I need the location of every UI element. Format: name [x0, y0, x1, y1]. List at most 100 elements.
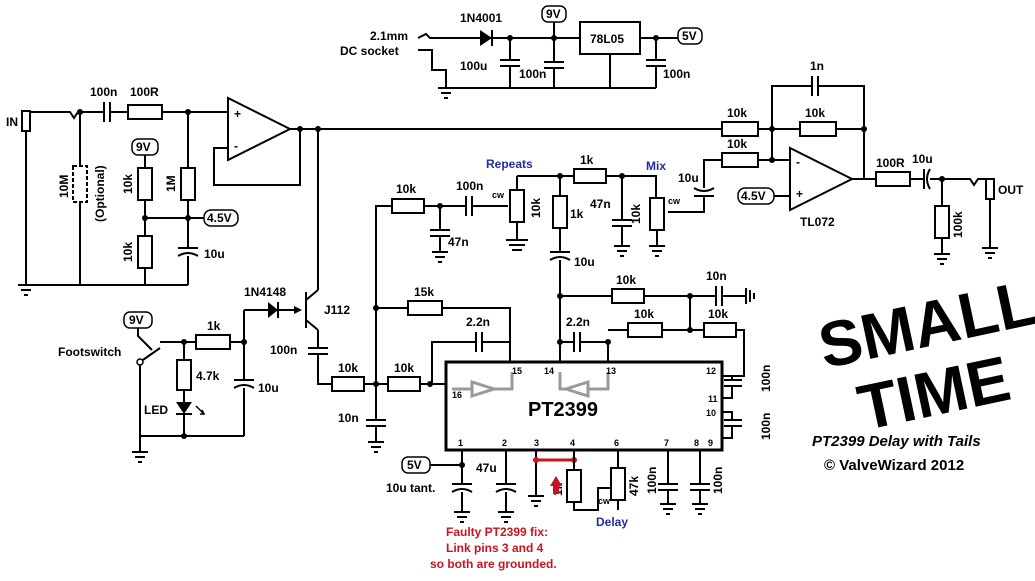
- badge-9v-input-label: 9V: [136, 140, 151, 154]
- resistor-10k-b: [387, 376, 421, 392]
- cap-10u-mix-label: 10u: [678, 171, 699, 185]
- badge-5v-chip-label: 5V: [407, 458, 422, 472]
- svg-text:-: -: [796, 155, 800, 169]
- chip-name: PT2399: [528, 399, 598, 421]
- badge-45v-output: [737, 187, 775, 205]
- cap-10n-label: 10n: [338, 411, 359, 425]
- cap-10n-top-label: 10n: [706, 269, 727, 283]
- resistor-10k-right-chip: [703, 322, 737, 338]
- r-10k-bot-label: 10k: [121, 242, 135, 262]
- badge-45v-input: [203, 209, 239, 227]
- pin-11: 11: [708, 394, 718, 404]
- delay-cw-label: cw: [598, 496, 611, 506]
- input-label: IN: [6, 115, 18, 129]
- pin-10: 10: [706, 408, 716, 418]
- opamp-tl072-label: TL072: [800, 215, 835, 229]
- resistor-100r-in: [127, 104, 163, 120]
- cap-100n-sw-label: 100n: [270, 343, 297, 357]
- power-supply: 2.1mm DC socket 1N4001 78L05 5V 9V 100u …: [340, 5, 703, 99]
- r-10k-out-c-label: 10k: [727, 137, 747, 151]
- cap-22n-b-label: 2.2n: [566, 315, 590, 329]
- rail-5v-label: 5V: [682, 29, 697, 43]
- cap-100n-b1-label: 100n: [645, 467, 659, 494]
- cap-10u-v-label: 10u: [574, 255, 595, 269]
- r-10k-fb-label: 10k: [396, 182, 416, 196]
- pin-3: 3: [534, 438, 539, 448]
- mix-label: Mix: [646, 159, 666, 173]
- pin-14: 14: [544, 366, 554, 376]
- svg-text:+: +: [796, 187, 803, 201]
- pt2399-body: [444, 360, 724, 452]
- fix-note-line3: so both are grounded.: [430, 557, 557, 571]
- resistor-10k-fb: [391, 198, 425, 214]
- pin-15: 15: [512, 366, 522, 376]
- pt2399-chip: PT2399 16 15 14 13 12 11 10 1 2 3 4 6 7 …: [444, 360, 724, 452]
- badge-45v-output-label: 4.5V: [741, 189, 766, 203]
- cap-10u-out-label: 10u: [912, 152, 933, 166]
- r-10k-out-a-label: 10k: [727, 106, 747, 120]
- diode-1n4148-label: 1N4148: [244, 285, 286, 299]
- mix-cw-label: cw: [668, 196, 681, 206]
- r-10k-mid-label: 10k: [634, 307, 654, 321]
- opamp-input-buffer: [227, 96, 293, 162]
- dc-socket-label-1: 2.1mm: [370, 29, 408, 43]
- footswitch: [136, 358, 144, 366]
- cap-100u-label: 100u: [460, 59, 487, 73]
- fix-note: Faulty PT2399 fix: Link pins 3 and 4 so …: [430, 476, 562, 571]
- pot-47k-label: 47k: [627, 476, 641, 496]
- delay-path: 10k 10k 10n 10k 100n 47n 15k 2.2n Repeat…: [331, 153, 722, 453]
- svg-text:-: -: [234, 139, 238, 153]
- repeats-pot: [509, 189, 525, 223]
- cap-100n-r1-label: 100n: [759, 365, 773, 392]
- pin-9: 9: [708, 438, 713, 448]
- cap-100n-in-label: 100n: [90, 85, 117, 99]
- r-10k-top-label: 10k: [121, 174, 135, 194]
- resistor-100r-label: 100R: [130, 85, 159, 99]
- diode-1n4001-label: 1N4001: [460, 11, 502, 25]
- cap-1n-label: 1n: [810, 59, 824, 73]
- switching-section: 1N4148 J112 100n 9V Footswitch 1k 4.7k L…: [58, 129, 350, 463]
- badge-9v-switch-label: 9V: [129, 313, 144, 327]
- cap-47n-label: 47n: [590, 197, 611, 211]
- pin-2: 2: [502, 438, 507, 448]
- pin-1: 1: [458, 438, 463, 448]
- delay-label: Delay: [596, 515, 628, 529]
- fix-note-line2: Link pins 3 and 4: [446, 541, 544, 555]
- resistor-1k-switch: [195, 334, 231, 350]
- r-1k-switch-label: 1k: [207, 319, 221, 333]
- resistor-10m-optional: [72, 165, 88, 203]
- rail-5v-badge: [677, 27, 703, 45]
- r-15k-label: 15k: [414, 285, 434, 299]
- repeats-label: Repeats: [486, 157, 533, 171]
- output-stage: 10k 10k 10k 1n - + 4.5V TL072 100R 10u 1…: [721, 59, 1024, 265]
- brand-subtitle: PT2399 Delay with Tails: [812, 433, 981, 450]
- optional-label: (Optional): [93, 165, 107, 222]
- fix-note-line1: Faulty PT2399 fix:: [446, 525, 548, 539]
- pin-7: 7: [664, 438, 669, 448]
- pin-12: 12: [706, 366, 716, 376]
- regulator-label: 78L05: [590, 32, 624, 46]
- repeats-cw-label: cw: [492, 190, 505, 200]
- cap-100n-fb-label: 100n: [456, 179, 483, 193]
- resistor-10k-bias-bot: [137, 235, 153, 269]
- cap-100n-a-label: 100n: [519, 67, 546, 81]
- diode-1n4001: [480, 30, 492, 46]
- cap-10u-input-label: 10u: [204, 247, 225, 261]
- cap-22n-a-label: 2.2n: [466, 315, 490, 329]
- r-10k-out-b-label: 10k: [805, 106, 825, 120]
- r-10k-a-label: 10k: [338, 361, 358, 375]
- dc-socket-label-2: DC socket: [340, 44, 399, 58]
- resistor-100r-out: [875, 171, 911, 187]
- resistor-10k-wet: [721, 152, 759, 168]
- led-label: LED: [144, 403, 168, 417]
- resistor-1k-delay: [566, 469, 582, 503]
- chip-peripherals: 10k 10n 2.2n 10k 10k 100n 100n 5V 10u ta…: [386, 269, 773, 529]
- jfet-label: J112: [324, 303, 350, 317]
- pin-16: 16: [452, 390, 462, 400]
- cap-47n-fb-label: 47n: [448, 235, 469, 249]
- resistor-1m: [180, 167, 196, 201]
- led-indicator: [176, 402, 192, 414]
- rail-9v-label: 9V: [546, 7, 561, 21]
